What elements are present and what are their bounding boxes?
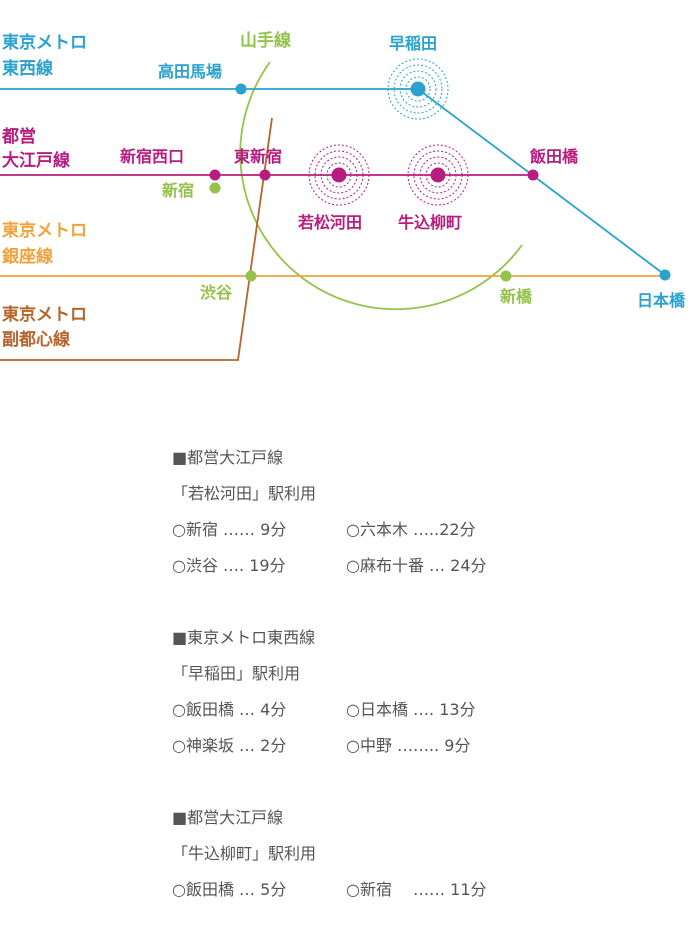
access-row: ○飯田橋 … 5分 ○新宿 …… 11分 xyxy=(172,872,692,908)
access-row: ○渋谷 …. 19分 ○麻布十番 … 24分 xyxy=(172,548,692,584)
station-label-wakamatsu-kawada: 若松河田 xyxy=(297,213,362,232)
waseda-rings xyxy=(387,58,449,120)
access-station-heading: 「牛込柳町」駅利用 xyxy=(172,844,317,863)
station-dot-shinbashi xyxy=(500,270,512,282)
station-label-shibuya: 渋谷 xyxy=(200,283,233,302)
oedo-line-label-2: 大江戸線 xyxy=(2,150,70,171)
station-dot-shinjuku xyxy=(209,182,221,194)
station-dot-wakamatsu-kawada xyxy=(331,167,347,183)
station-label-waseda: 早稲田 xyxy=(389,34,437,53)
access-time: ○新宿 …… 11分 xyxy=(346,880,487,899)
access-row: ○神楽坂 … 2分 ○中野 …….. 9分 xyxy=(172,728,692,764)
station-dot-ushigome-yanagicho xyxy=(430,167,446,183)
ushigome-yanagicho-rings xyxy=(407,144,469,206)
yamanote-line-label: 山手線 xyxy=(240,30,291,51)
access-time: ○神楽坂 … 2分 xyxy=(172,736,287,755)
tozai-line-label-2: 東西線 xyxy=(2,58,53,79)
oedo-line-label-1: 都営 xyxy=(1,126,36,147)
station-label-shinjuku-nishiguchi: 新宿西口 xyxy=(120,147,184,166)
access-time: ○飯田橋 … 4分 xyxy=(172,700,287,719)
wakamatsu-kawada-rings xyxy=(308,144,370,206)
fukutoshin-line-label-1: 東京メトロ xyxy=(2,304,87,325)
access-time: ○六本木 …..22分 xyxy=(346,520,476,539)
access-block: ■都営大江戸線 「牛込柳町」駅利用 ○飯田橋 … 5分 ○新宿 …… 11分 xyxy=(172,800,692,908)
tozai-line-label-1: 東京メトロ xyxy=(2,32,87,53)
station-dot-shibuya xyxy=(245,270,257,282)
station-label-ushigome-yanagicho: 牛込柳町 xyxy=(398,213,462,232)
access-info: ■都営大江戸線 「若松河田」駅利用 ○新宿 …… 9分 ○六本木 …..22分 ○… xyxy=(172,440,692,944)
access-row: ○飯田橋 … 4分 ○日本橋 …. 13分 xyxy=(172,692,692,728)
access-line-heading: ■東京メトロ東西線 xyxy=(172,628,316,647)
station-label-takadanobaba: 高田馬場 xyxy=(158,62,222,81)
station-dot-iidabashi xyxy=(527,169,539,181)
access-time: ○日本橋 …. 13分 xyxy=(346,700,476,719)
station-dot-nihonbashi xyxy=(659,269,671,281)
access-time: ○飯田橋 … 5分 xyxy=(172,880,287,899)
tozai-line xyxy=(0,88,666,276)
access-row: ○新宿 …… 9分 ○六本木 …..22分 xyxy=(172,512,692,548)
fukutoshin-line xyxy=(0,117,273,361)
fukutoshin-line-label-2: 副都心線 xyxy=(2,329,70,350)
station-label-nihonbashi: 日本橋 xyxy=(637,291,686,310)
station-label-shinbashi: 新橋 xyxy=(500,287,533,306)
station-dot-waseda xyxy=(410,81,426,97)
access-time: ○中野 …….. 9分 xyxy=(346,736,471,755)
access-block: ■東京メトロ東西線 「早稲田」駅利用 ○飯田橋 … 4分○日本橋 …. 13分 … xyxy=(172,620,692,764)
access-line-heading: ■都営大江戸線 xyxy=(172,808,284,827)
ginza-line-label-1: 東京メトロ xyxy=(2,220,87,241)
station-dot-shinjuku-nishiguchi xyxy=(209,169,221,181)
access-block: ■都営大江戸線 「若松河田」駅利用 ○新宿 …… 9分 ○六本木 …..22分 ○… xyxy=(172,440,692,584)
access-time: ○新宿 …… 9分 xyxy=(172,520,287,539)
access-station-heading: 「早稲田」駅利用 xyxy=(172,664,301,683)
station-label-iidabashi: 飯田橋 xyxy=(529,147,579,166)
station-dot-higashi-shinjuku xyxy=(259,169,271,181)
access-time: ○渋谷 …. 19分 xyxy=(172,556,286,575)
station-label-shinjuku: 新宿 xyxy=(162,181,194,200)
route-map: 東京メトロ 東西線 都営 大江戸線 東京メトロ 銀座線 東京メトロ 副都心線 山… xyxy=(0,30,686,361)
access-line-heading: ■都営大江戸線 xyxy=(172,448,284,467)
station-label-higashi-shinjuku: 東新宿 xyxy=(234,147,282,166)
yamanote-line xyxy=(239,61,523,311)
station-dot-takadanobaba xyxy=(235,83,247,95)
ginza-line-label-2: 銀座線 xyxy=(2,246,53,267)
access-station-heading: 「若松河田」駅利用 xyxy=(172,484,317,503)
access-time: ○麻布十番 … 24分 xyxy=(346,556,487,575)
